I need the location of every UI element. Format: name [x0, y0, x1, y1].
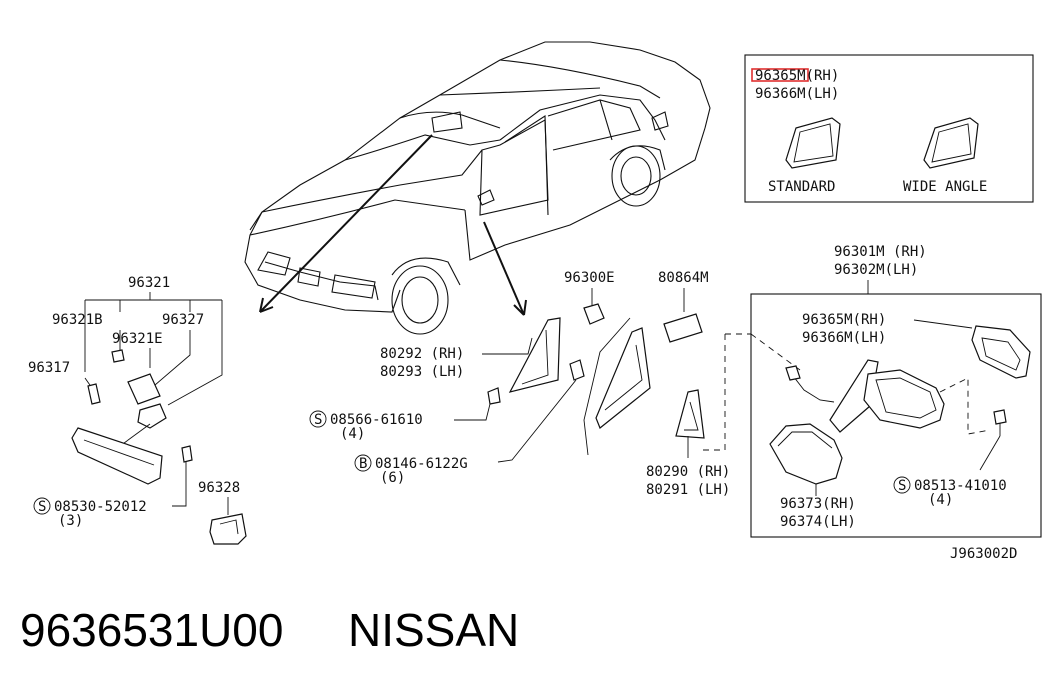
- mirror-cover-96373: [769, 423, 843, 485]
- standard-glass-icon: [785, 117, 841, 169]
- s-symbol-08513: [893, 476, 911, 494]
- label-96327: 96327: [162, 312, 204, 328]
- cover-96328: [209, 513, 247, 545]
- s-symbol-08530: [33, 497, 51, 515]
- screw-08566: [487, 387, 501, 405]
- glass-options-box: 96365M(RH) 96366M(LH) STANDARD WIDE ANGL…: [744, 54, 1034, 203]
- bolt-08146: [569, 359, 585, 381]
- label-96365m-box: 96365M(RH): [755, 68, 839, 84]
- s-symbol-08566: [309, 410, 327, 428]
- connector: [785, 365, 801, 381]
- s-letter-08513: S: [898, 478, 906, 494]
- door-finisher-group: 96300E 80864M 80292 (RH) 80293 (LH) S 08…: [309, 270, 730, 498]
- label-96321e: 96321E: [112, 331, 163, 347]
- s-letter-08566: S: [314, 412, 322, 428]
- b-letter-08146: B: [359, 456, 367, 472]
- label-08513-qty: (4): [928, 492, 953, 508]
- label-80291: 80291 (LH): [646, 482, 730, 498]
- screw-96321b: [111, 349, 125, 363]
- label-96301m: 96301M (RH): [834, 244, 927, 260]
- label-96302m: 96302M(LH): [834, 262, 918, 278]
- door-sash: [595, 327, 651, 429]
- label-08146-qty: (6): [380, 470, 405, 486]
- label-wide-angle: WIDE ANGLE: [903, 179, 987, 195]
- rearview-mirror-96321: [71, 427, 163, 485]
- s-letter-08530: S: [38, 499, 46, 515]
- door-mirror-group: 96301M (RH) 96302M(LH) 96365M(RH) 96366M…: [700, 244, 1042, 538]
- label-96366m: 96366M(LH): [802, 330, 886, 346]
- clip-96300e: [583, 303, 605, 325]
- label-96300e: 96300E: [564, 270, 615, 286]
- label-96373: 96373(RH): [780, 496, 856, 512]
- label-96328: 96328: [198, 480, 240, 496]
- label-80292: 80292 (RH): [380, 346, 464, 362]
- label-standard: STANDARD: [768, 179, 835, 195]
- mirror-housing: [863, 369, 945, 429]
- finisher-80292: [508, 317, 561, 393]
- label-96366m-box: 96366M(LH): [755, 86, 839, 102]
- label-08566-qty: (4): [340, 426, 365, 442]
- inside-mirror-group: 96321 96321B 96327 96321E 96317 S 08530-…: [28, 275, 247, 545]
- label-96321b: 96321B: [52, 312, 103, 328]
- spring-96317: [87, 383, 101, 405]
- b-symbol-08146: [354, 454, 372, 472]
- label-80293: 80293 (LH): [380, 364, 464, 380]
- diagram-code: J963002D: [950, 546, 1017, 562]
- bracket-96327: [127, 373, 161, 405]
- label-08530-52012: 08530-52012: [54, 499, 147, 515]
- label-80864m: 80864M: [658, 270, 709, 286]
- finisher-80290: [675, 389, 705, 439]
- label-96365m: 96365M(RH): [802, 312, 886, 328]
- car-drawing: [244, 41, 711, 335]
- door-mirror-box: [750, 293, 1042, 538]
- mount-96321e: [137, 403, 167, 429]
- label-96321: 96321: [128, 275, 170, 291]
- mirror-glass-96365m: [971, 325, 1031, 379]
- label-08513-41010: 08513-41010: [914, 478, 1007, 494]
- part-number: 9636531U00: [20, 604, 283, 656]
- label-08566-61610: 08566-61610: [330, 412, 423, 428]
- screw-08513: [993, 409, 1007, 425]
- highlight-frame: [751, 68, 809, 82]
- label-08530-qty: (3): [58, 513, 83, 529]
- label-96374: 96374(LH): [780, 514, 856, 530]
- pad-80864m: [663, 313, 703, 343]
- brand-name: NISSAN: [348, 604, 519, 656]
- screw-08530: [181, 445, 193, 463]
- label-80290: 80290 (RH): [646, 464, 730, 480]
- label-96317: 96317: [28, 360, 70, 376]
- label-08146-6122g: 08146-6122G: [375, 456, 468, 472]
